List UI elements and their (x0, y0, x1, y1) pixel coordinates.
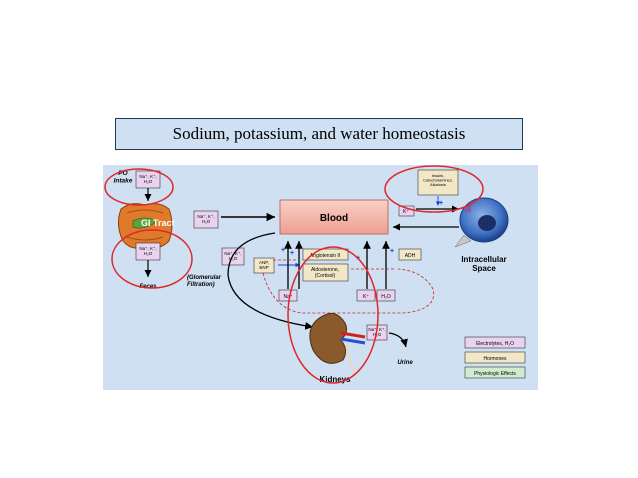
adh-plus-sign: + (390, 248, 394, 255)
angiotensin-plus-sign: + (290, 250, 294, 257)
adh-text: ADH (405, 253, 416, 259)
feces-electrolyte-text: Na⁺, K⁺,H₂O (139, 246, 156, 256)
adh-box (398, 248, 422, 261)
insulin-box (417, 169, 459, 196)
insulin-text: Insulin,Catecholamines,Alkalosis (423, 173, 453, 187)
kidneys-label: Kidneys (319, 375, 351, 384)
h2o-text: H₂O (381, 294, 391, 300)
feedback-dashed-loop (262, 268, 435, 314)
na-box (278, 289, 298, 302)
k-text: K⁺ (363, 294, 369, 300)
filtration-arrow (227, 232, 314, 330)
highlight-circle-insulin (384, 165, 484, 213)
legend-hormones-swatch (464, 351, 526, 364)
absorption-electrolyte-text: Na⁺, K⁺,H₂O (197, 214, 214, 224)
feces-label: Feces (139, 284, 157, 290)
insulin-plus-sign: + (439, 200, 443, 207)
legend-electrolytes: Electrolytes, H₂O (476, 341, 514, 347)
aldosterone-text: Aldosterone,(Cortisol) (311, 267, 339, 279)
urine-arrow (388, 332, 408, 348)
angiotensin-text: Angiotensin II (310, 253, 340, 259)
highlight-circle-feces (111, 229, 193, 289)
absorption-electrolyte-box (193, 210, 219, 229)
highlight-circle-kidney (287, 246, 379, 384)
k-box (356, 289, 376, 302)
legend-electrolytes-swatch (464, 336, 526, 349)
aldosterone-box (302, 263, 349, 282)
anp-plus-sign: + (281, 247, 285, 254)
intake-electrolyte-text: Na⁺, K⁺,H₂O (139, 174, 156, 184)
legend-physiologic: Physiologic Effects (474, 371, 516, 377)
anp-bnp-text: ANP,BNP (259, 260, 269, 270)
intracellular-k-text: K⁺ (403, 209, 409, 215)
kidney-icon (309, 312, 366, 376)
filtration-electrolyte-text: Na⁺, K⁺,H₂O (224, 251, 241, 261)
legend-physiologic-swatch (464, 366, 526, 379)
gi-tract-label: GI Tract (141, 218, 175, 228)
urine-label: Urine (397, 360, 413, 366)
legend-hormones: Hormones (483, 356, 507, 362)
intracellular-k-box (398, 205, 415, 217)
gi-tract-icon (117, 203, 173, 249)
angiotensin-box (302, 248, 349, 261)
cell-icon (454, 197, 509, 248)
page-title: Sodium, potassium, and water homeostasis (115, 118, 523, 150)
blood-label: Blood (320, 213, 348, 224)
highlight-circle-intake (104, 168, 174, 206)
anp-bnp-box (253, 257, 275, 274)
na-text: Na⁺ (283, 294, 292, 300)
filtration-electrolyte-box (221, 247, 245, 266)
blood-box (279, 199, 389, 235)
